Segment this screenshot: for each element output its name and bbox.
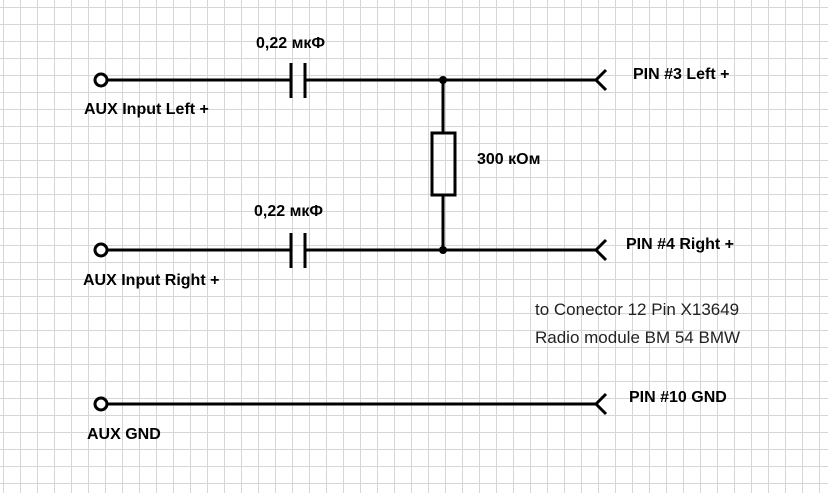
junction-top: [439, 76, 447, 84]
resistor-body: [430, 131, 457, 197]
connector-pin4-icon: [593, 238, 608, 262]
output-pin10-label: PIN #10 GND: [629, 389, 727, 406]
input-right-label: AUX Input Right +: [83, 272, 220, 289]
connector-pin3-icon: [593, 68, 608, 92]
terminal-left-icon: [93, 72, 109, 88]
junction-bottom: [439, 246, 447, 254]
connector-note-line2: Radio module BM 54 BMW: [535, 328, 741, 347]
connector-pin10-icon: [593, 392, 608, 416]
input-left-label: AUX Input Left +: [84, 101, 209, 118]
connector-note-line1: to Conector 12 Pin X13649: [535, 300, 740, 319]
input-gnd-label: AUX GND: [87, 426, 161, 443]
output-pin3-label: PIN #3 Left +: [633, 66, 730, 83]
capacitor-bottom-label: 0,22 мкФ: [254, 203, 324, 220]
capacitor-top-label: 0,22 мкФ: [256, 35, 326, 52]
output-pin4-label: PIN #4 Right +: [626, 236, 735, 253]
resistor-label: 300 кОм: [477, 151, 541, 168]
terminal-right-icon: [93, 242, 109, 258]
terminal-gnd-icon: [93, 396, 109, 412]
